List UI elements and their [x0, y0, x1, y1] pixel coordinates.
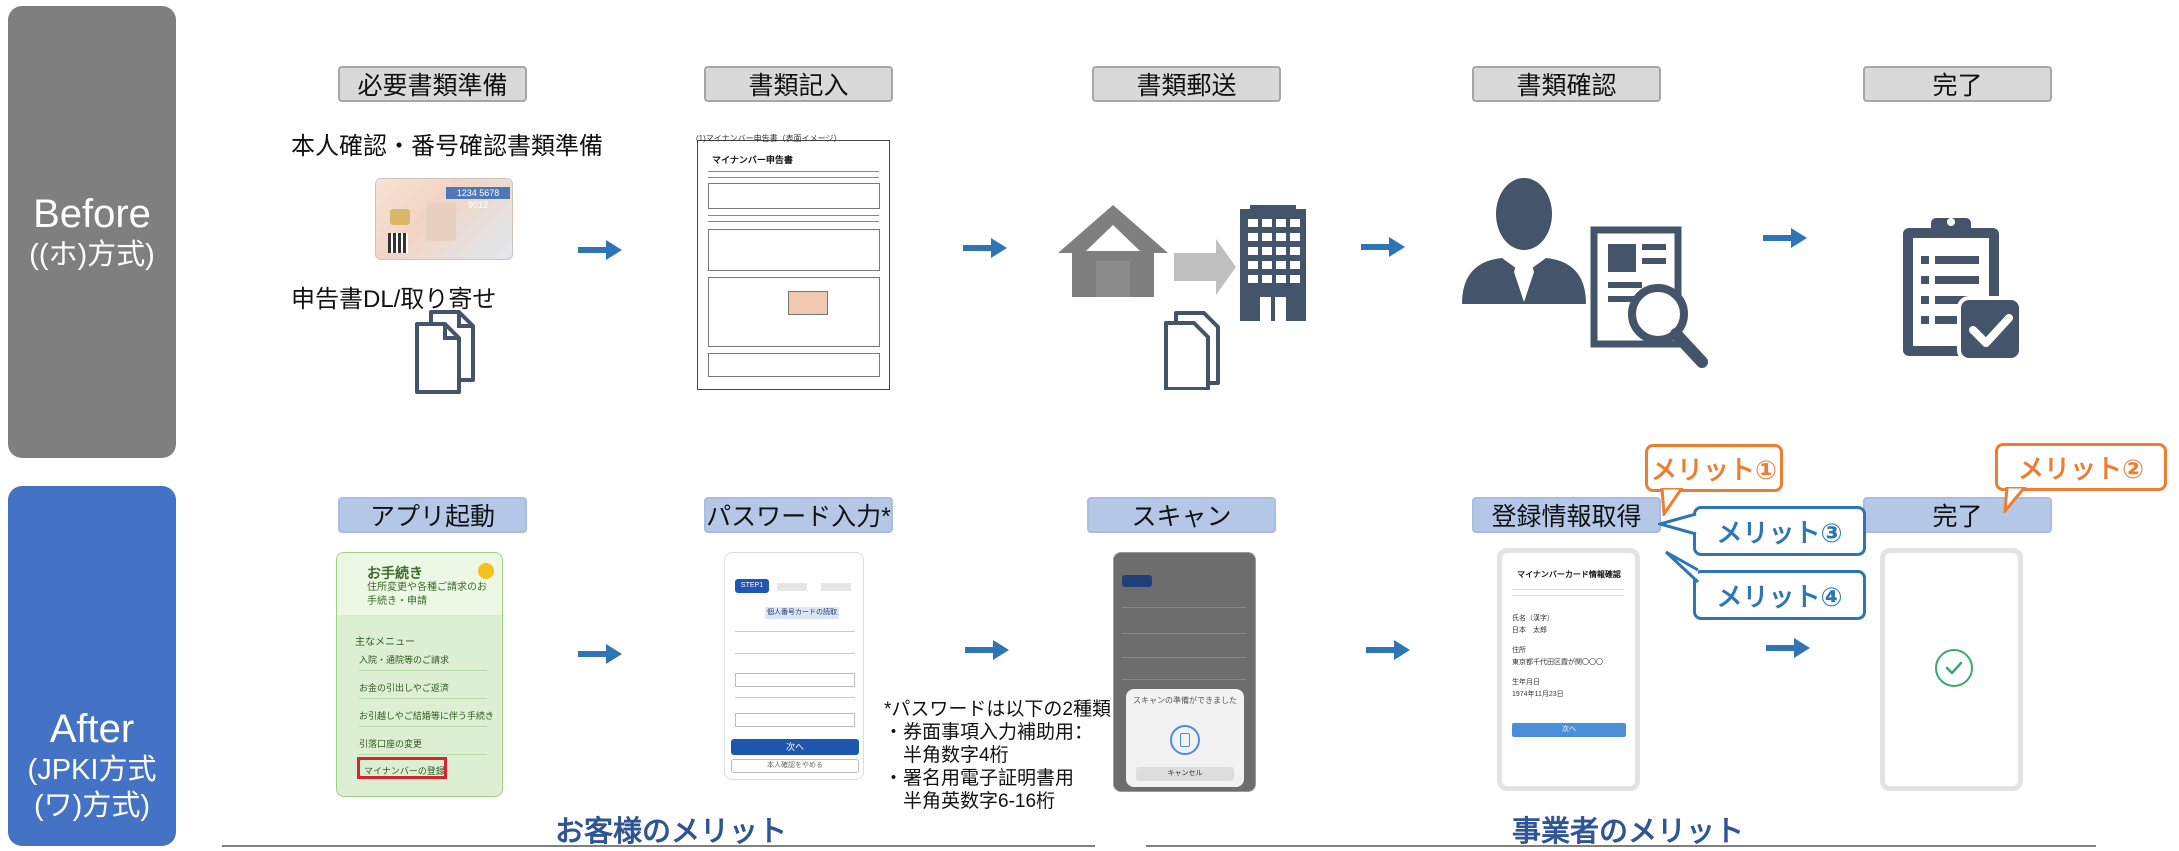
- before-step-5: 完了: [1863, 66, 2052, 102]
- business-merit-divider: [1146, 845, 2096, 847]
- cancel-button[interactable]: 本人確認をやめる: [731, 759, 859, 773]
- house-icon: [1058, 205, 1168, 297]
- documents-icon: [1164, 311, 1220, 390]
- before-step-3: 書類郵送: [1092, 66, 1281, 102]
- menu-item[interactable]: お金の引出しやご返済: [359, 677, 487, 699]
- id-card-qr: [388, 233, 408, 253]
- password-note-line: 半角英数字6-16桁: [884, 791, 1056, 812]
- next-button[interactable]: 次へ: [731, 739, 859, 755]
- password-note: *パスワードは以下の2種類 ・券面事項入力補助用： 半角数字4桁 ・署名用電子証…: [884, 698, 1111, 813]
- id-card-number: 1234 5678 9012: [446, 187, 510, 210]
- menu-item[interactable]: 入院・通院等のご請求: [359, 649, 487, 671]
- check-circle-icon: [1935, 649, 1973, 687]
- step-badge: STEP1: [735, 579, 769, 593]
- before-subtitle: ((ホ)方式): [29, 239, 155, 271]
- menu-item[interactable]: 引落口座の変更: [359, 733, 487, 755]
- info-field: 1974年11月23日: [1512, 691, 1564, 698]
- after-step-3: スキャン: [1087, 497, 1276, 533]
- info-title: マイナンバーカード情報確認: [1517, 570, 1621, 579]
- flow-arrow-icon: [1766, 638, 1810, 658]
- menu-header: 主なメニュー: [355, 637, 415, 648]
- magnifier-document-icon: [1590, 226, 1708, 368]
- merit-1-callout: メリット①: [1645, 444, 1783, 492]
- after-step-2: パスワード入力*: [704, 497, 893, 533]
- documents-icon: [415, 310, 475, 394]
- before-title: Before: [33, 192, 151, 236]
- info-field: 氏名（漢字）: [1512, 615, 1554, 622]
- merit-3-callout: メリット③: [1693, 506, 1866, 556]
- info-field: 生年月日: [1512, 679, 1540, 686]
- flow-arrow-icon: [965, 640, 1009, 660]
- clipboard-check-icon: [1903, 218, 2023, 362]
- password-note-line: ・署名用電子証明書用: [884, 768, 1075, 789]
- arrow-circle-icon: [478, 563, 494, 579]
- password-note-line: 半角数字4桁: [884, 745, 1009, 766]
- callout-tail-icon: [1664, 550, 1700, 584]
- building-icon: [1240, 205, 1306, 321]
- id-card-image: 1234 5678 9012: [375, 178, 513, 260]
- id-documents-text: 本人確認・番号確認書類準備: [291, 133, 603, 160]
- business-merit-label: 事業者のメリット: [1512, 816, 1745, 848]
- customer-merit-label: お客様のメリット: [555, 816, 788, 848]
- after-step-4: 登録情報取得: [1472, 497, 1661, 533]
- info-field: 東京都千代田区霞が関〇〇〇: [1512, 659, 1603, 666]
- id-card-chip: [390, 209, 410, 225]
- merit-2-callout: メリット②: [1995, 443, 2167, 491]
- scan-dialog-text: スキャンの準備ができました: [1133, 696, 1237, 705]
- after-step-1: アプリ起動: [338, 497, 527, 533]
- flow-arrow-icon: [1361, 237, 1405, 257]
- flow-arrow-icon: [1366, 640, 1410, 660]
- mail-to-company-illustration: [1058, 205, 1306, 390]
- id-card-photo: [426, 203, 456, 241]
- complete-screen: [1880, 548, 2023, 791]
- person-icon: [1462, 178, 1586, 304]
- callout-tail-icon: [1658, 512, 1697, 536]
- customer-merit-divider: [222, 845, 1095, 847]
- application-form-image: (1)マイナンバー申告書（表面イメージ） マイナンバー申告書: [696, 134, 890, 390]
- document-review-illustration: [1462, 178, 1708, 368]
- after-title: After: [49, 707, 135, 751]
- before-step-1: 必要書類準備: [338, 66, 527, 102]
- form-title: マイナンバー申告書: [712, 155, 793, 165]
- info-next-button[interactable]: 次へ: [1512, 723, 1626, 737]
- before-step-2: 書類記入: [704, 66, 893, 102]
- app-screen: お手続き 住所変更や各種ご請求のお手続き・申請 主なメニュー 入院・通院等のご請…: [336, 552, 503, 797]
- password-screen: STEP1 個人番号カードの読取 次へ 本人確認をやめる: [724, 552, 864, 780]
- password-note-line: *パスワードは以下の2種類: [884, 699, 1111, 720]
- scan-cancel-button[interactable]: キャンセル: [1136, 767, 1234, 781]
- scan-phone-icon: [1170, 725, 1200, 755]
- app-subtitle: 住所変更や各種ご請求のお手続き・申請: [367, 582, 487, 607]
- before-step-4: 書類確認: [1472, 66, 1661, 102]
- callout-tail-icon: [1660, 488, 1684, 516]
- info-field: 住所: [1512, 647, 1526, 654]
- password-note-line: ・券面事項入力補助用：: [884, 722, 1094, 743]
- after-subtitle-2: (ワ)方式): [34, 790, 150, 822]
- merit-4-callout: メリット④: [1693, 570, 1866, 620]
- after-subtitle-1: (JPKI方式: [27, 754, 157, 786]
- callout-tail-icon: [2003, 487, 2027, 513]
- registration-info-screen: マイナンバーカード情報確認 氏名（漢字） 日本 太郎 住所 東京都千代田区霞が関…: [1497, 548, 1640, 791]
- flow-arrow-icon: [578, 240, 622, 260]
- after-step-5: 完了: [1863, 497, 2052, 533]
- before-label: Before ((ホ)方式): [8, 6, 176, 458]
- download-form-text: 申告書DL/取り寄せ: [291, 286, 497, 313]
- scan-screen: スキャンの準備ができました キャンセル: [1113, 552, 1256, 792]
- form-caption: (1)マイナンバー申告書（表面イメージ）: [696, 134, 842, 143]
- after-label: After (JPKI方式 (ワ)方式): [8, 486, 176, 846]
- flow-arrow-icon: [578, 644, 622, 664]
- screen-heading: 個人番号カードの読取: [765, 607, 839, 619]
- flow-arrow-icon: [1763, 228, 1807, 248]
- send-arrow-icon: [1174, 239, 1236, 295]
- mynumber-register-item[interactable]: マイナンバーの登録: [357, 757, 447, 779]
- app-title: お手続き: [367, 565, 423, 581]
- flow-arrow-icon: [963, 238, 1007, 258]
- menu-item[interactable]: お引越しやご結婚等に伴う手続き: [359, 705, 494, 727]
- info-field: 日本 太郎: [1512, 627, 1547, 634]
